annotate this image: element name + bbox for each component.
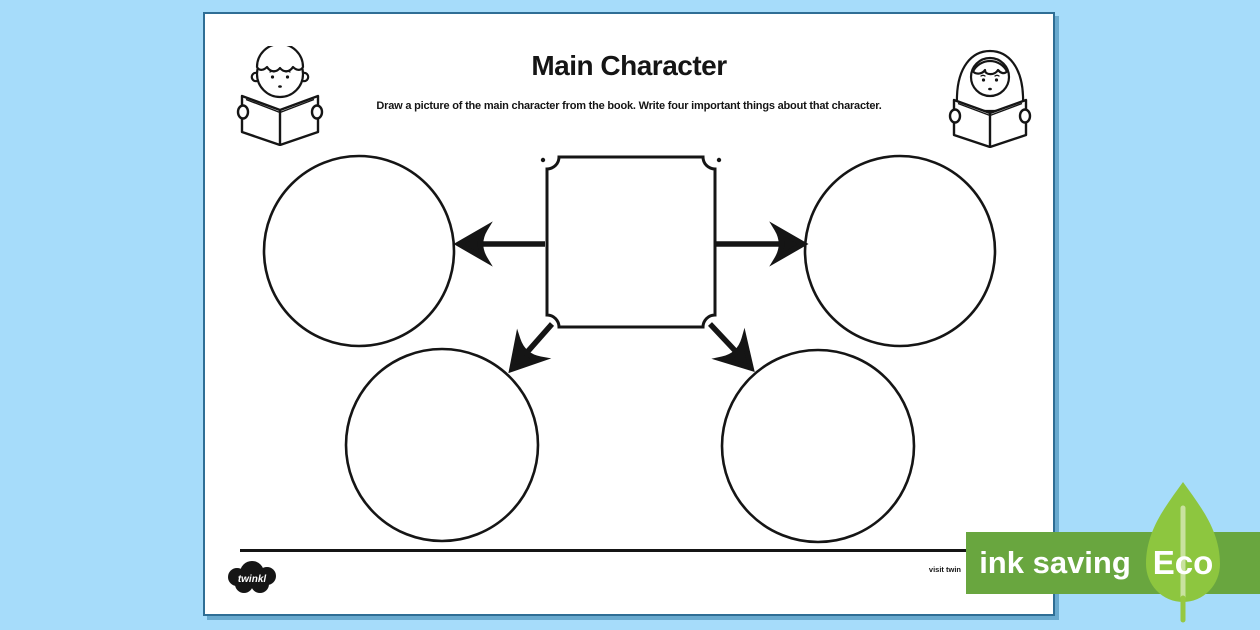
visit-twinkl-text: visit twin	[928, 565, 961, 574]
ink-saving-eco-badge: ink saving Eco	[966, 482, 1260, 623]
girl-mouth	[988, 87, 992, 91]
character-drawing-box	[545, 155, 717, 329]
arrow-down-right	[707, 322, 762, 378]
eco-label: Eco	[1153, 544, 1214, 581]
twinkl-cloud-icon: twinkl	[228, 561, 276, 593]
boy-mouth	[278, 85, 282, 88]
girl-hand-right	[1018, 108, 1032, 124]
footer-divider	[240, 549, 968, 552]
instructions-text: Draw a picture of the main character fro…	[376, 100, 882, 112]
character-bubble-top-left	[262, 154, 456, 348]
boy-hand-right	[310, 104, 324, 120]
arrow-down-left	[501, 322, 555, 379]
character-bubble-bottom-right	[720, 348, 916, 544]
reading-boy-icon	[236, 46, 324, 146]
boy-hair	[255, 46, 305, 73]
reading-girl-icon	[948, 49, 1032, 148]
boy-hand-left	[236, 104, 250, 120]
box-corner-dot-left	[540, 157, 546, 163]
twinkl-logo-text: twinkl	[238, 574, 267, 585]
character-bubble-bottom-left	[344, 347, 540, 543]
arrow-left	[459, 229, 545, 259]
character-mind-map	[262, 154, 997, 544]
ink-saving-label: ink saving	[979, 545, 1131, 580]
page-title: Main Character	[531, 50, 727, 81]
girl-hand-left	[948, 108, 962, 124]
box-corner-dot-right	[716, 157, 722, 163]
girl-fringe	[971, 59, 1009, 76]
arrow-right	[715, 229, 803, 259]
character-bubble-top-right	[803, 154, 997, 348]
worksheet-page: Main Character Draw a picture of the mai…	[203, 12, 1055, 616]
